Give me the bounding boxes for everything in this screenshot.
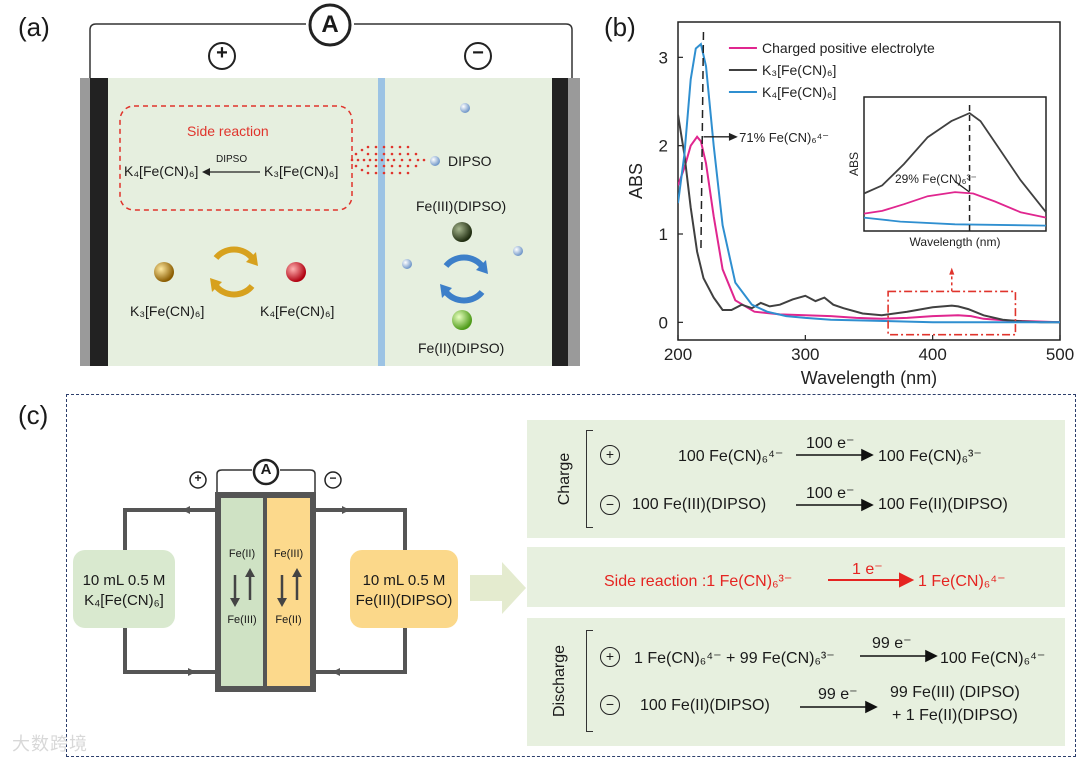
inset-series-k3 [863,112,1047,213]
charge-minus-icon: − [600,495,620,515]
discharge-minus-right-2: + 1 Fe(II)(DIPSO) [892,707,1018,724]
panel-c-circuit [70,450,530,710]
charge-brace [586,430,593,528]
x-tick-label: 300 [791,345,819,364]
plus-terminal-label: + [216,42,228,64]
side-reaction-left: K₄[Fe(CN)₆] [124,163,199,179]
discharge-box [527,618,1065,746]
discharge-plus-right: 100 Fe(CN)₆⁴⁻ [940,650,1046,667]
highlight-arrowhead [949,267,955,275]
discharge-minus-right-1: 99 Fe(III) (DIPSO) [890,684,1020,701]
k4-label: K₄[Fe(CN)₆] [260,303,335,319]
x-tick-label: 500 [1046,345,1074,364]
panel-label-a: (a) [18,12,50,42]
charge-minus-left: 100 Fe(III)(DIPSO) [632,496,767,513]
discharge-plus-arrow-label: 99 e⁻ [872,635,912,652]
legend-label-2: K₄[Fe(CN)₆] [762,84,836,100]
c-plus-label: + [194,471,202,485]
panel-c-frame [66,394,1076,757]
discharge-plus-left: 1 Fe(CN)₆⁴⁻ + 99 Fe(CN)₆³⁻ [634,650,835,667]
y-tick-label: 0 [659,313,668,332]
side-reaction-right-text: 1 Fe(CN)₆⁴⁻ [918,573,1006,590]
inset-arrow [954,180,970,193]
inset-y-label: ABS [847,152,861,176]
fe3-dipso-label: Fe(III)(DIPSO) [416,198,507,214]
legend-label-0: Charged positive electrolyte [762,40,935,56]
discharge-minus-icon: − [600,695,620,715]
highlight-box [887,290,1017,336]
c-ammeter-label: A [260,461,272,478]
charge-plus-left: 100 Fe(CN)₆⁴⁻ [678,448,784,465]
right-tank-line1: 10 mL 0.5 M [362,572,446,589]
y-tick-label: 1 [659,225,668,244]
left-tank-line2: K₄[Fe(CN)₆] [84,592,164,609]
flow-battery-diagram [73,458,526,692]
dipso-label: DIPSO [448,153,492,169]
panel-a-diagram [80,0,580,380]
fe2-dipso-label: Fe(II)(DIPSO) [418,340,505,356]
side-reaction-box [527,547,1065,607]
c-minus-label: − [329,471,337,485]
plot-frame [677,21,1061,341]
inset-series-charged [863,191,1047,219]
peak-dashed-line [700,31,705,252]
legend-label-1: K₃[Fe(CN)₆] [762,62,836,78]
side-reaction-title: Side reaction [187,123,269,139]
cell-left-bottom: Fe(III) [227,614,257,626]
ammeter-label: A [321,11,339,38]
x-tick-label: 400 [918,345,946,364]
side-reaction-left-text: Side reaction :1 Fe(CN)₆³⁻ [604,573,793,590]
side-reaction-arrow-label: DIPSO [216,154,248,165]
annotation-main: 71% Fe(CN)₆⁴⁻ [739,130,829,145]
cell-left-top: Fe(II) [228,548,256,560]
cell-right-bottom: Fe(II) [275,614,302,626]
charge-minus-right: 100 Fe(II)(DIPSO) [878,496,1008,513]
discharge-brace [586,630,593,732]
k3-label: K₃[Fe(CN)₆] [130,303,205,319]
charge-plus-right: 100 Fe(CN)₆³⁻ [878,448,982,465]
right-tank-line2: Fe(III)(DIPSO) [355,592,453,609]
watermark: 大数跨境 [12,734,88,754]
minus-terminal-label: − [472,42,484,64]
charge-plus-arrow-label: 100 e⁻ [806,435,855,452]
y-axis-label: ABS [626,163,646,199]
panel-label-c: (c) [18,400,49,430]
cell-right-top: Fe(III) [273,548,304,560]
panel-label-b: (b) [604,12,636,42]
side-reaction-arrow-label: 1 e⁻ [852,561,883,578]
inset-series-k4 [863,216,1047,227]
inset-x-label: Wavelength (nm) [910,235,1001,249]
charge-plus-icon: + [600,445,620,465]
annotation-inset: 29% Fe(CN)₆³⁻ [895,172,977,186]
x-axis-label: Wavelength (nm) [801,368,937,388]
y-tick-label: 3 [659,48,668,67]
y-tick-label: 2 [659,137,668,156]
x-tick-label: 200 [664,345,692,364]
annotation-arrowhead [728,132,738,141]
battery-cell-diagram [80,3,580,366]
series-line-1 [678,114,1060,324]
charge-box [527,420,1065,538]
ammeter-icon [308,3,352,47]
discharge-plus-icon: + [600,647,620,667]
left-tank-line1: 10 mL 0.5 M [82,572,166,589]
side-reaction-right: K₃[Fe(CN)₆] [264,163,339,179]
charge-minus-arrow-label: 100 e⁻ [806,485,855,502]
ammeter-icon [252,458,280,486]
series-line-2 [678,42,1060,324]
discharge-minus-arrow-label: 99 e⁻ [818,686,858,703]
discharge-minus-left: 100 Fe(II)(DIPSO) [640,697,770,714]
series-line-0 [678,135,1060,324]
